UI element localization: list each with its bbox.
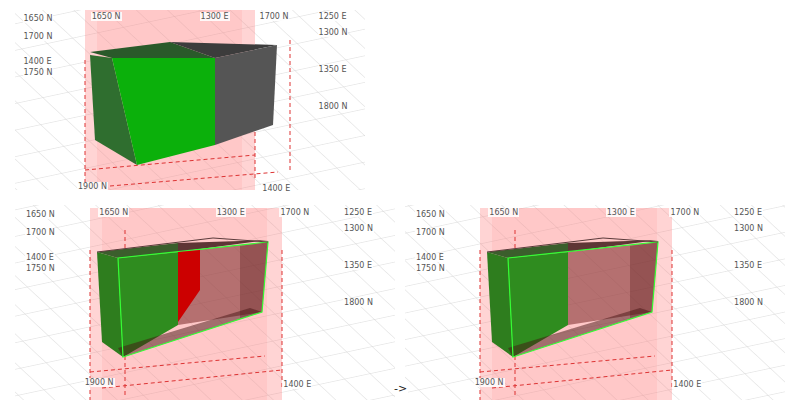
grid-coordinate: 1350 E — [343, 261, 373, 270]
grid-coordinate: 1350 E — [318, 65, 348, 74]
grid-coordinate: 1800 N — [318, 102, 349, 111]
grid-coordinate: 1700 N — [415, 228, 446, 237]
grid-coordinate: 1650 N — [91, 12, 122, 21]
grid-coordinate: 1300 E — [200, 12, 230, 21]
grid-coordinate: 1400 E — [672, 380, 702, 389]
grid-coordinate: 1900 N — [84, 378, 115, 387]
grid-coordinate: 1250 E — [733, 208, 763, 217]
grid-coordinate: 1400 E — [415, 253, 445, 262]
grid-coordinate: 1400 E — [25, 253, 55, 262]
grid-coordinate: 1650 N — [23, 14, 54, 23]
grid-coordinate: 1900 N — [77, 182, 108, 191]
grid-coordinate: 1700 N — [23, 32, 54, 41]
grid-coordinate: 1800 N — [343, 298, 374, 307]
grid-coordinate: 1400 E — [282, 380, 312, 389]
grid-coordinate: 1750 N — [415, 264, 446, 273]
sequence-arrow: -> — [393, 383, 408, 395]
grid-coordinate: 1700 N — [259, 12, 290, 21]
grid-coordinate: 1250 E — [343, 208, 373, 217]
grid-coordinate: 1300 N — [343, 224, 374, 233]
grid-coordinate: 1300 N — [733, 224, 764, 233]
grid-coordinate: 1700 N — [25, 228, 56, 237]
grid-coordinate: 1400 E — [23, 57, 53, 66]
grid-coordinate: 1300 E — [606, 208, 636, 217]
grid-coordinate: 1750 N — [25, 264, 56, 273]
grid-coordinate: 1650 N — [98, 208, 129, 217]
grid-coordinate: 1800 N — [733, 298, 764, 307]
grid-coordinate: 1350 E — [733, 261, 763, 270]
grid-coordinate: 1300 E — [216, 208, 246, 217]
grid-coordinate: 1650 N — [415, 210, 446, 219]
grid-coordinate: 1700 N — [279, 208, 310, 217]
grid-coordinate: 1250 E — [318, 12, 348, 21]
grid-coordinate: 1650 N — [488, 208, 519, 217]
grid-coordinate: 1650 N — [25, 210, 56, 219]
grid-coordinate: 1750 N — [23, 68, 54, 77]
grid-coordinate: 1400 E — [261, 184, 291, 193]
grid-coordinate: 1300 N — [318, 28, 349, 37]
grid-coordinate: 1900 N — [474, 378, 505, 387]
grid-coordinate: 1700 N — [669, 208, 700, 217]
